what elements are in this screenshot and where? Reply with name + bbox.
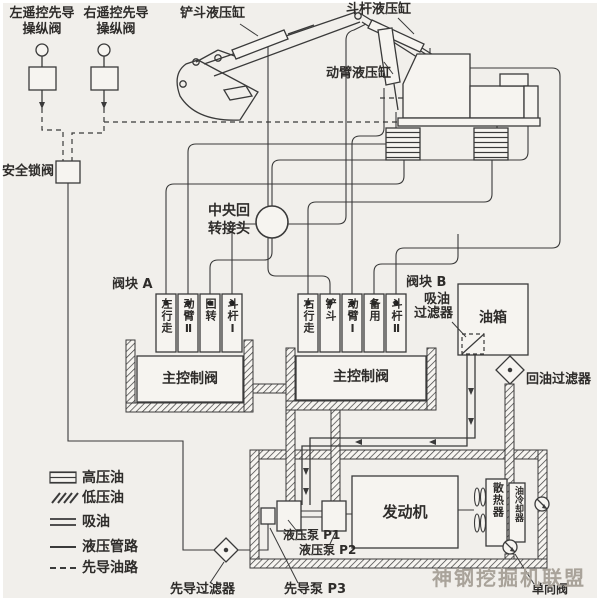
legend-low-pressure-icon: [51, 492, 79, 504]
legend-symbols: [49, 471, 79, 569]
safety-lock-valve-label: 安全锁阀: [2, 164, 55, 179]
spool-label-arm1: 斗杆Ⅰ: [226, 298, 239, 336]
return-filter-label: 回油过滤器: [526, 372, 592, 387]
valve-block-a-title: 阀块 A: [112, 277, 153, 292]
spool-label-right-travel: 右行走: [302, 298, 315, 334]
filters-and-valves: [213, 355, 550, 563]
spool-label-left-travel: 左行走: [160, 298, 173, 334]
rotary-joint-label-line2: 转接头: [208, 221, 250, 237]
suction-line: [301, 355, 476, 505]
spool-label-spare: 备用: [368, 298, 381, 322]
engine-label: 发动机: [382, 503, 428, 521]
legend-label-high-pressure: 高压油: [82, 470, 124, 486]
spool-label-boom1: 动臂Ⅰ: [346, 298, 359, 336]
legend-high-pressure-icon: [49, 471, 77, 484]
legend-label-low-pressure: 低压油: [82, 490, 124, 506]
suction-filter-label-line1: 吸油: [424, 292, 451, 307]
pilot-filter-label: 先导过滤器: [170, 582, 236, 597]
rotary-joint-label-line1: 中央回: [208, 203, 250, 219]
bucket-cylinder-label: 铲斗液压缸: [180, 6, 246, 21]
watermark: 神钢挖掘机联盟: [432, 566, 586, 590]
suction-filter-label-line2: 过滤器: [414, 306, 454, 321]
fan-symbol: [473, 487, 487, 533]
legend-label-pilot-line: 先导油路: [82, 560, 138, 576]
spool-label-arm2: 斗杆Ⅱ: [390, 298, 403, 336]
pilot-pump-label: 先导泵 P3: [284, 582, 347, 597]
legend-label-suction: 吸油: [82, 514, 110, 530]
spool-ports: [163, 300, 399, 306]
spool-label-bucket: 铲斗: [324, 298, 337, 322]
valve-block-b-title: 阀块 B: [406, 275, 447, 290]
pump-p1-label: 液压泵 P1: [283, 528, 341, 542]
hydraulic-lines: [67, 23, 561, 551]
left-pilot-valve-label: 左遥控先导操纵阀: [9, 6, 75, 37]
components: [28, 43, 529, 549]
flow-arrows: [39, 102, 474, 495]
arm-cylinder-label: 斗杆液压缸: [346, 2, 412, 17]
oil-cooler-label: 油冷却器: [512, 486, 523, 522]
legend-suction-icon: [50, 518, 76, 526]
leader-lines: [209, 519, 535, 585]
main-control-valve-b-label: 主控制阀: [333, 369, 389, 385]
oil-tank-label: 油箱: [479, 310, 507, 326]
boom-cylinder-label: 动臂液压缸: [326, 66, 392, 81]
spool-label-boom2: 动臂Ⅱ: [182, 298, 195, 336]
radiator-label: 散热器: [491, 482, 505, 518]
legend-label-hydraulic-line: 液压管路: [82, 539, 138, 555]
suction-filter-symbol: [451, 321, 485, 355]
pump-p2-label: 液压泵 P2: [299, 543, 357, 557]
check-valve-label: 单向阀: [532, 582, 569, 596]
main-control-valve-a-label: 主控制阀: [162, 371, 218, 387]
excavator-drawing: [176, 11, 541, 161]
spool-label-swing: 回转: [204, 298, 217, 322]
pilot-lines: [41, 97, 538, 161]
right-pilot-valve-label: 右遥控先导操纵阀: [83, 6, 149, 37]
